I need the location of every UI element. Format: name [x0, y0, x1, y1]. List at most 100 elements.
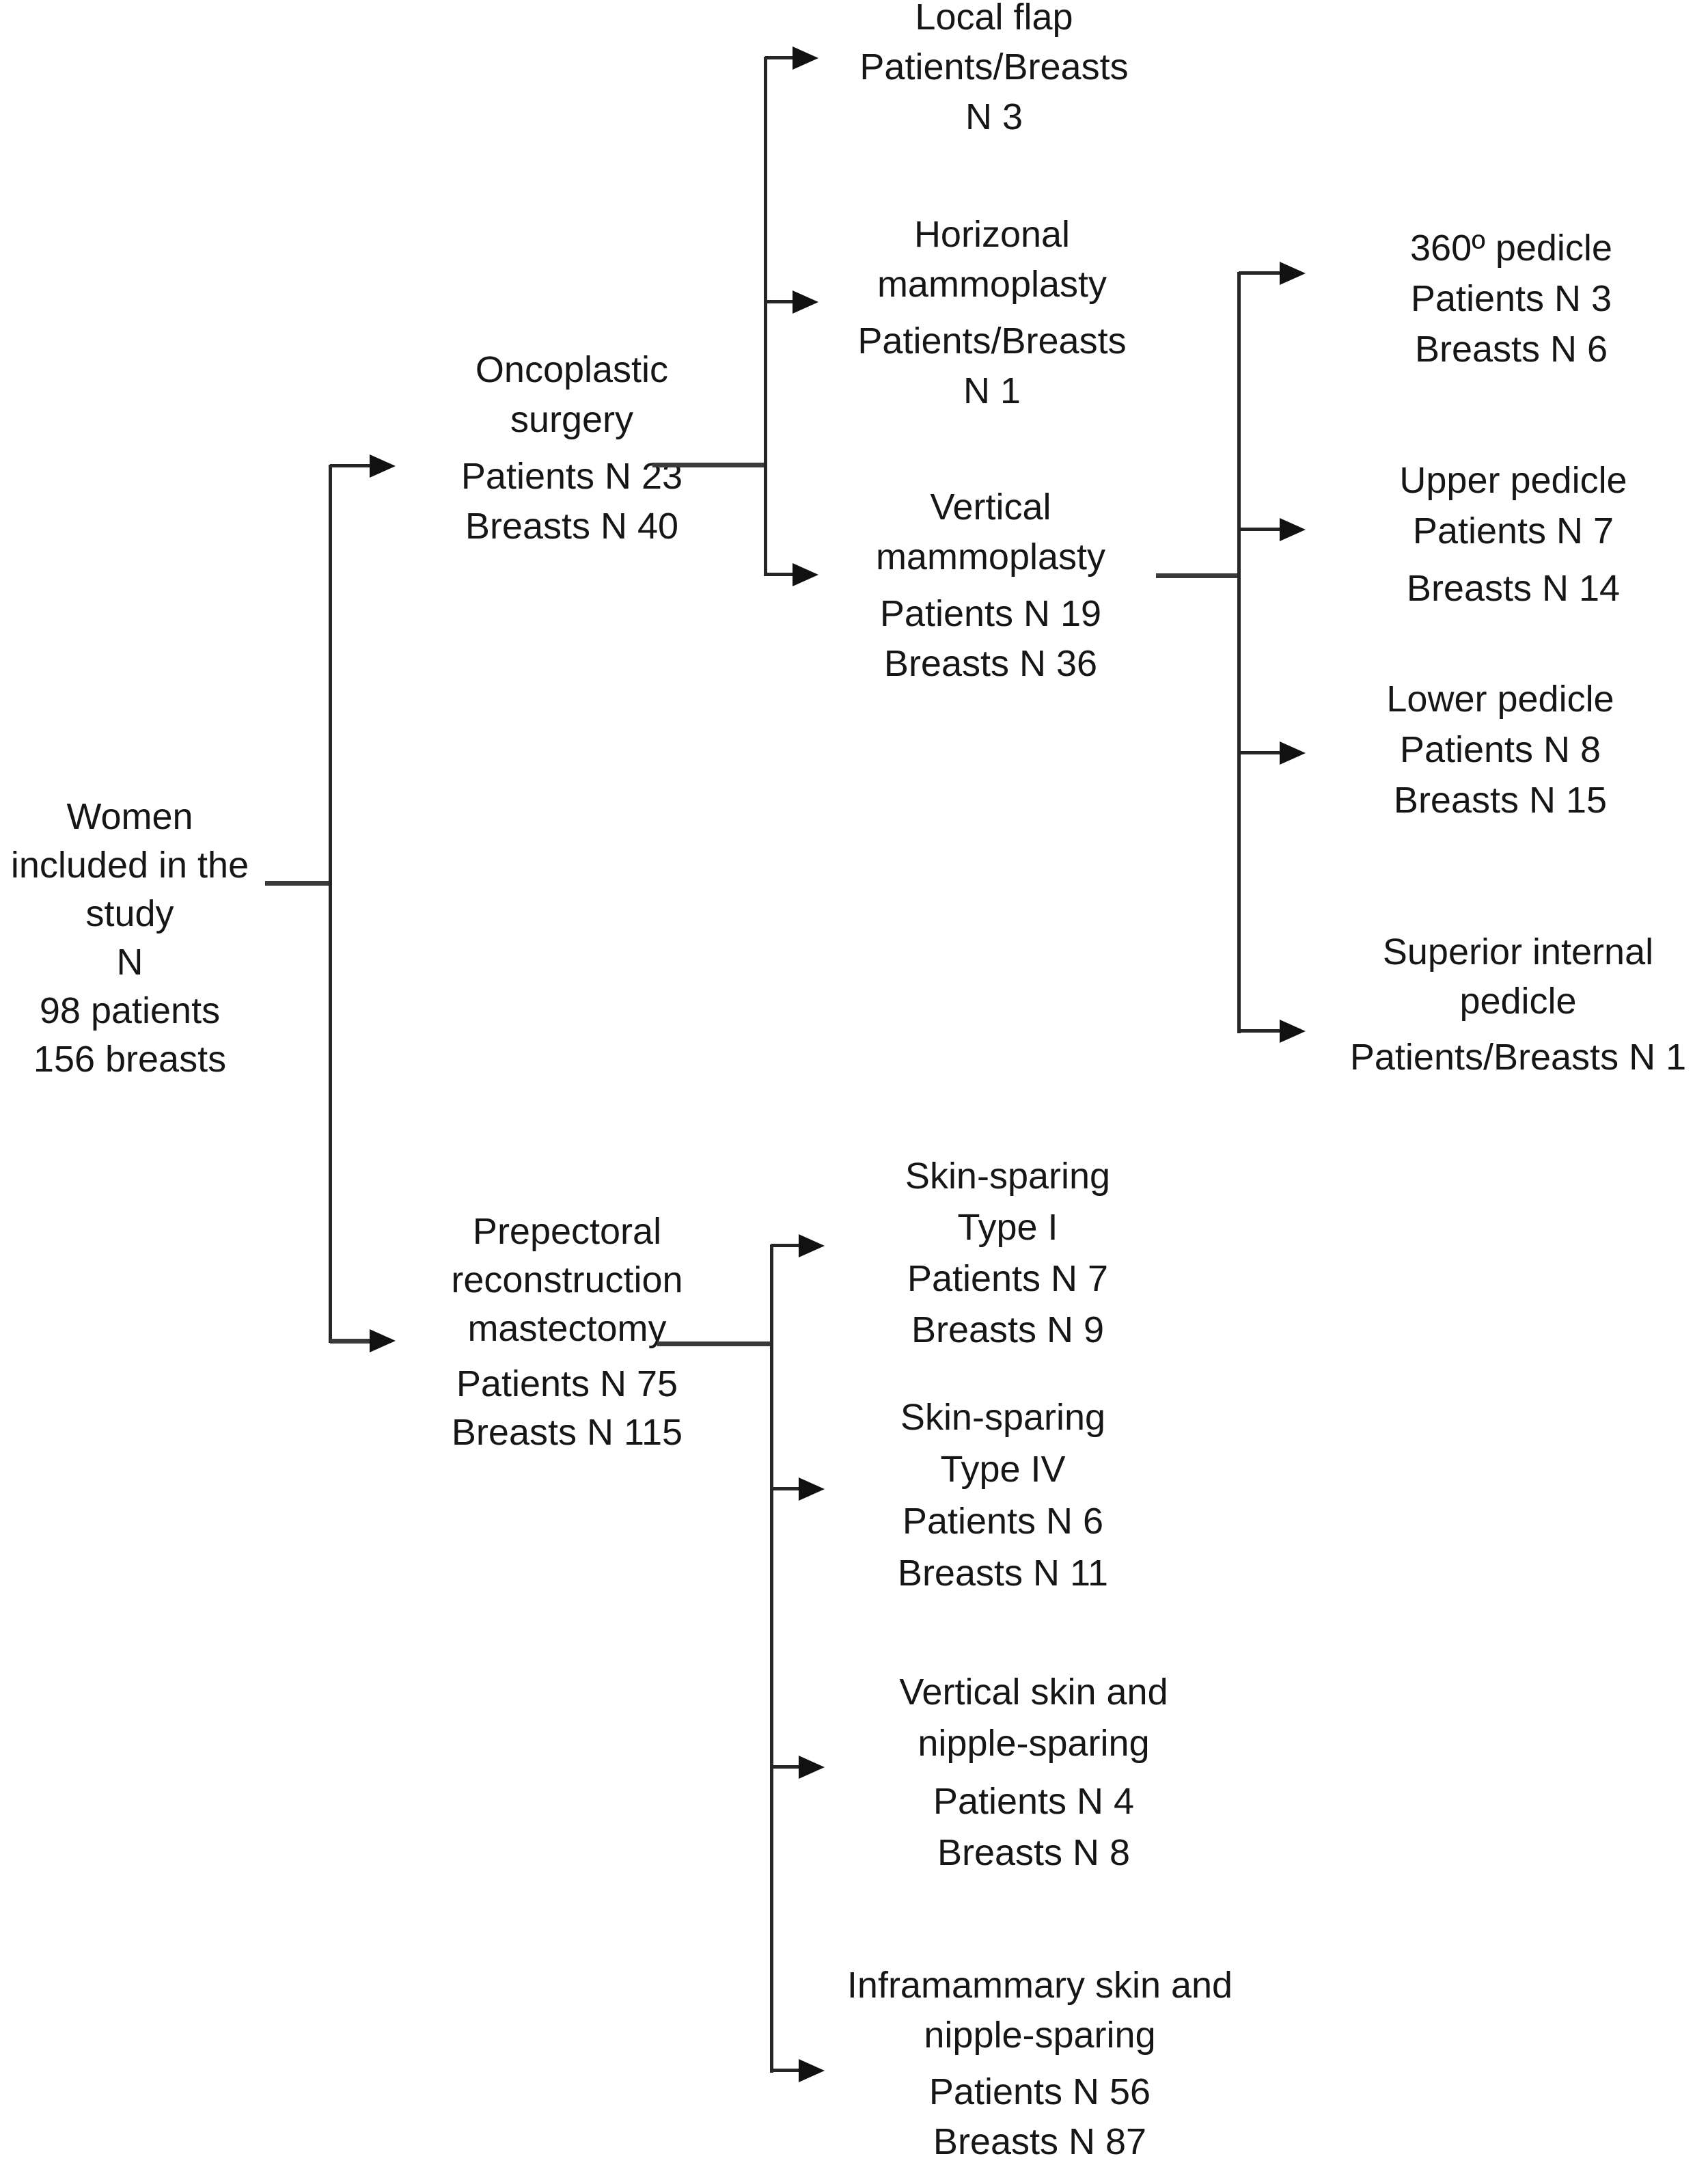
arrow-right-icon: [793, 46, 818, 70]
node-line: 360º pedicle: [1410, 228, 1612, 269]
node-line: Women: [66, 796, 193, 837]
connector-arrow-skin-sparing-4: [771, 1487, 801, 1490]
node-line: Breasts N 14: [1406, 568, 1621, 609]
connector-pedicle-stub: [1156, 573, 1239, 578]
node-vertical-mammoplasty: Vertical mammoplasty Patients N 19 Breas…: [827, 482, 1155, 689]
connector-root-vertical: [329, 465, 332, 1343]
connector-arrow-360-pedicle: [1239, 271, 1282, 275]
node-women-included: Women included in the study N 98 patient…: [0, 793, 273, 1084]
node-local-flap: Local flap Patients/Breasts N 3: [837, 0, 1151, 142]
arrow-right-icon: [799, 1234, 825, 1257]
arrow-right-icon: [799, 1477, 825, 1501]
connector-root-stub: [265, 881, 330, 886]
arrow-right-icon: [799, 1756, 825, 1779]
node-line: Patients/Breasts: [857, 321, 1127, 362]
node-line: N 3: [965, 96, 1023, 137]
node-line: Patients N 8: [1399, 729, 1601, 770]
node-line: Breasts N 115: [451, 1412, 683, 1453]
arrow-right-icon: [1280, 1020, 1306, 1043]
connector-arrow-superior-internal: [1239, 1029, 1282, 1033]
node-line: Breasts N 15: [1393, 780, 1608, 821]
node-line: Lower pedicle: [1386, 679, 1614, 720]
node-line: N: [116, 942, 143, 983]
node-line: Patients N 3: [1410, 278, 1612, 319]
node-horizontal-mammoplasty: Horizonal mammoplasty Patients/Breasts N…: [835, 210, 1149, 416]
arrow-right-icon: [799, 2059, 825, 2082]
node-line: mammoplasty: [875, 536, 1106, 577]
node-line: Patients N 7: [1412, 510, 1614, 551]
connector-prepectoral-vertical: [770, 1244, 773, 2073]
node-line: Patients N 6: [902, 1501, 1104, 1542]
node-skin-sparing-type-4: Skin-sparing Type IV Patients N 6 Breast…: [853, 1391, 1153, 1599]
connector-arrow-vertical-skin: [771, 1765, 801, 1769]
node-line: Breasts N 11: [897, 1553, 1109, 1594]
node-line: Patients/Breasts: [859, 46, 1129, 87]
node-line: Breasts N 9: [911, 1309, 1105, 1350]
node-line: Patients N 19: [879, 593, 1102, 634]
connector-arrow-vertical-mammoplasty: [765, 573, 795, 576]
node-line: Breasts N 36: [883, 643, 1098, 684]
node-line: Patients N 56: [928, 2071, 1151, 2112]
node-vertical-skin-nipple-sparing: Vertical skin and nipple-sparing Patient…: [856, 1667, 1211, 1879]
node-prepectoral-reconstruction: Prepectoral reconstruction mastectomy Pa…: [410, 1208, 724, 1457]
node-line: Patients N 7: [907, 1258, 1109, 1299]
node-line: Superior internal: [1382, 931, 1654, 972]
node-line: nipple-sparing: [924, 2015, 1156, 2056]
node-line: Breasts N 6: [1414, 329, 1608, 370]
arrow-right-icon: [1280, 741, 1306, 765]
node-line: 98 patients: [39, 990, 221, 1031]
node-line: Patients N 23: [460, 456, 683, 497]
node-line: Breasts N 40: [465, 506, 679, 547]
connector-arrow-lower-pedicle: [1239, 751, 1282, 754]
connector-arrow-oncoplastic: [330, 464, 371, 467]
node-skin-sparing-type-1: Skin-sparing Type I Patients N 7 Breasts…: [857, 1151, 1158, 1356]
node-line: mastectomy: [467, 1308, 667, 1349]
node-line: Skin-sparing: [900, 1397, 1106, 1438]
node-oncoplastic-surgery: Oncoplastic surgery Patients N 23 Breast…: [422, 345, 722, 551]
arrow-right-icon: [793, 290, 818, 314]
node-line: N 1: [963, 370, 1021, 411]
arrow-right-icon: [370, 1329, 396, 1352]
node-line: Inframammary skin and: [846, 1965, 1233, 2006]
arrow-right-icon: [793, 563, 818, 586]
node-line: Horizonal: [913, 214, 1071, 255]
connector-prepectoral-stub: [657, 1341, 772, 1346]
node-line: mammoplasty: [877, 264, 1107, 305]
connector-oncoplastic-stub: [652, 463, 765, 467]
node-line: Breasts N 8: [937, 1832, 1131, 1873]
node-line: included in the: [10, 845, 249, 886]
node-superior-internal-pedicle: Superior internal pedicle Patients/Breas…: [1320, 927, 1708, 1082]
node-upper-pedicle: Upper pedicle Patients N 7 Breasts N 14: [1370, 455, 1657, 614]
node-lower-pedicle: Lower pedicle Patients N 8 Breasts N 15: [1357, 674, 1644, 826]
node-line: Prepectoral: [472, 1211, 662, 1252]
node-line: Type IV: [940, 1449, 1066, 1490]
arrow-right-icon: [370, 454, 396, 478]
connector-pedicle-vertical: [1237, 272, 1241, 1033]
connector-arrow-local-flap: [765, 56, 795, 59]
connector-arrow-skin-sparing-1: [771, 1244, 801, 1247]
connector-arrow-prepectoral: [330, 1339, 371, 1344]
node-line: Patients N 4: [933, 1781, 1135, 1822]
node-line: Skin-sparing: [905, 1156, 1111, 1197]
node-inframammary-skin-nipple-sparing: Inframammary skin and nipple-sparing Pat…: [821, 1961, 1258, 2167]
node-line: Type I: [957, 1207, 1058, 1248]
node-line: Patients/Breasts N 1: [1349, 1037, 1687, 1078]
connector-arrow-inframammary: [771, 2069, 801, 2072]
node-line: reconstruction: [451, 1259, 683, 1300]
node-360-pedicle: 360º pedicle Patients N 3 Breasts N 6: [1368, 223, 1655, 374]
node-line: Patients N 75: [456, 1363, 678, 1404]
node-line: study: [85, 893, 174, 934]
connector-arrow-horizontal-mammoplasty: [765, 300, 795, 303]
node-line: Oncoplastic: [475, 349, 669, 390]
arrow-right-icon: [1280, 518, 1306, 541]
connector-oncoplastic-vertical: [764, 57, 767, 576]
connector-arrow-upper-pedicle: [1239, 528, 1282, 531]
node-line: 156 breasts: [33, 1039, 227, 1080]
node-line: surgery: [510, 399, 634, 440]
node-line: pedicle: [1459, 981, 1577, 1022]
node-line: Vertical skin and: [899, 1672, 1168, 1713]
arrow-right-icon: [1280, 262, 1306, 285]
node-line: Vertical: [930, 487, 1051, 528]
node-line: Local flap: [915, 0, 1073, 38]
